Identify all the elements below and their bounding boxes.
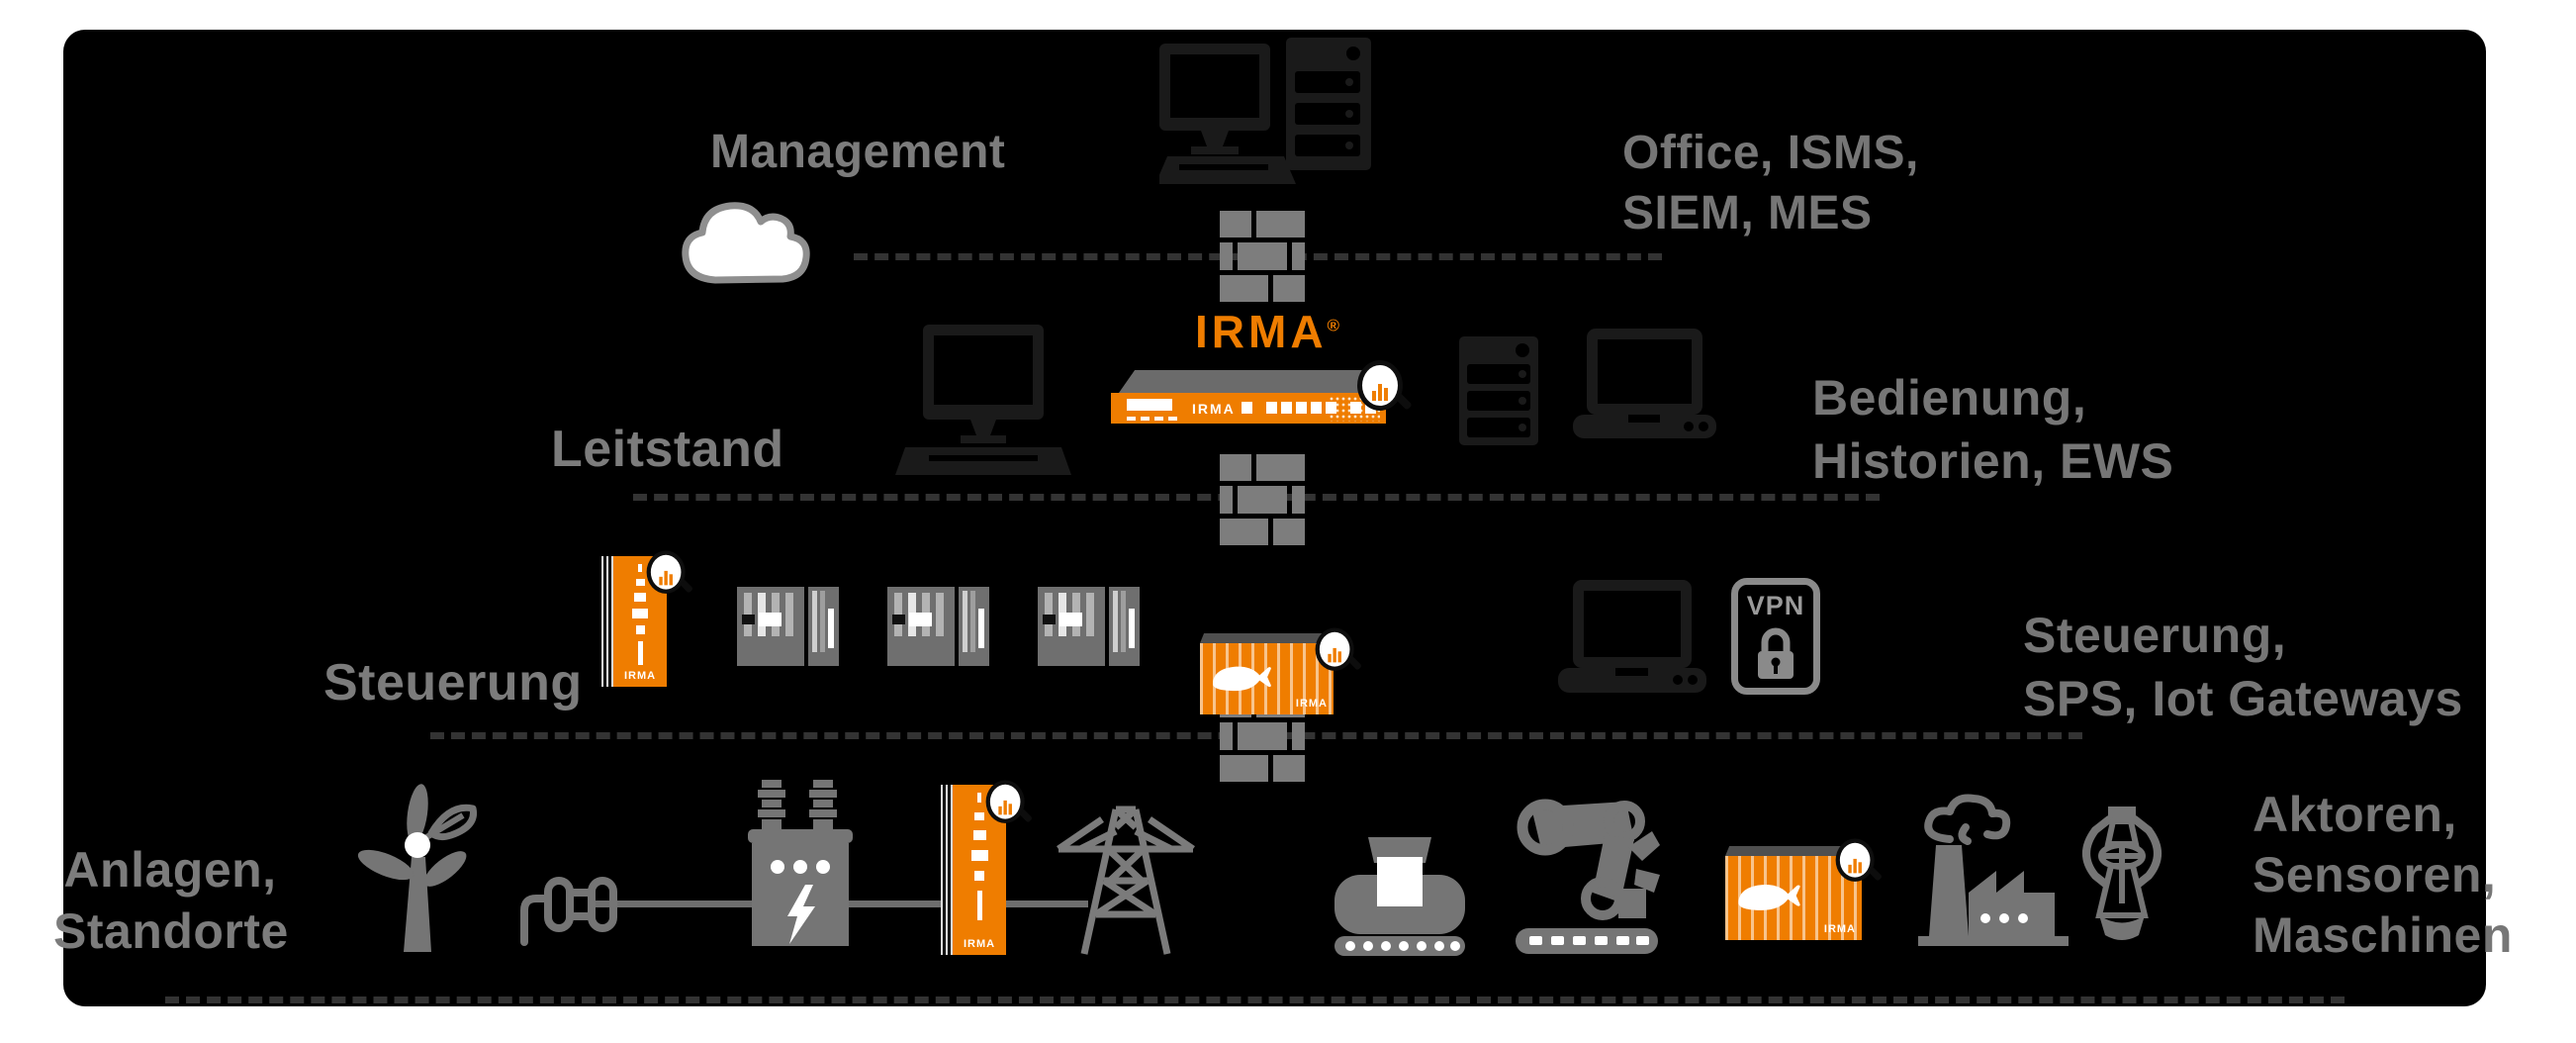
magnifier-analysis-icon (646, 550, 694, 602)
container-body: IRMA (1200, 643, 1334, 714)
plc-icon (1038, 587, 1140, 666)
conveyor-machine-icon (1334, 837, 1465, 956)
management-systems-line1: Office, ISMS, (1622, 127, 1919, 179)
container-roof (1200, 633, 1334, 643)
wind-turbine-icon (357, 784, 478, 952)
bottling-machine-icon (2082, 806, 2162, 940)
layer-label-leitstand: Leitstand (551, 421, 784, 478)
desktop-computer-icon (895, 325, 1071, 475)
vpn-icon: VPN (1731, 578, 1820, 695)
container-label: IRMA (1295, 698, 1328, 710)
transmission-tower-icon (1057, 806, 1195, 955)
appliance-label: IRMA (1192, 401, 1236, 417)
anlagen-systems-line2: Sensoren, (2253, 847, 2497, 902)
appliance-label: IRMA (623, 670, 657, 682)
plc-icon (887, 587, 989, 666)
docker-container-icon: IRMA (1200, 633, 1334, 714)
leitstand-systems-line2: Historien, EWS (1812, 433, 2174, 489)
appliance-side-fins (601, 556, 613, 687)
separator-bottom (165, 996, 2345, 1003)
workstation-with-server-icon (1159, 38, 1371, 184)
steuerung-systems-line1: Steuerung, (2023, 608, 2287, 663)
anlagen-systems-text: Aktoren, Sensoren, Maschinen (2253, 785, 2513, 966)
firewall-icon (1220, 211, 1306, 302)
whale-icon (1738, 884, 1800, 910)
robot-arm-icon (1516, 799, 1660, 954)
anlagen-systems-line1: Aktoren, (2253, 787, 2457, 842)
whale-icon (1213, 666, 1271, 692)
magnifier-analysis-icon (1835, 838, 1884, 890)
irma-logo-text: IRMA (1195, 306, 1328, 357)
cloud-icon (682, 202, 810, 284)
diagram-board (63, 30, 2486, 1006)
laptop-icon (1573, 329, 1716, 438)
appliance-leds (1127, 417, 1177, 421)
layer-label-steuerung: Steuerung (323, 654, 583, 711)
steuerung-systems-text: Steuerung, SPS, Iot Gateways (2023, 604, 2463, 730)
appliance-label: IRMA (963, 938, 996, 950)
plc-icon (737, 587, 839, 666)
anlagen-line1: Anlagen, (63, 842, 277, 898)
management-systems-text: Office, ISMS, SIEM, MES (1622, 123, 1919, 243)
server-icon (1459, 336, 1538, 445)
factory-icon (1918, 794, 2069, 946)
container-roof (1725, 846, 1862, 856)
leitstand-systems-line1: Bedienung, (1812, 370, 2087, 426)
insulator-icon (520, 877, 617, 946)
layer-label-management: Management (710, 126, 1006, 178)
anlagen-systems-line3: Maschinen (2253, 907, 2513, 963)
leitstand-systems-text: Bedienung, Historien, EWS (1812, 366, 2173, 493)
registered-mark: ® (1327, 316, 1344, 335)
magnifier-analysis-icon (1315, 627, 1363, 679)
transformer-icon (748, 780, 853, 946)
layer-label-anlagen: Anlagen, Standorte (53, 839, 289, 962)
appliance-side-fins (941, 785, 953, 955)
vpn-label: VPN (1746, 591, 1805, 620)
laptop-icon (1558, 580, 1706, 693)
irma-appliance: IRMA (1111, 393, 1386, 424)
irma-logo: IRMA® (1195, 305, 1343, 358)
anlagen-line2: Standorte (53, 903, 289, 959)
firewall-icon (1220, 454, 1306, 545)
steuerung-systems-line2: SPS, Iot Gateways (2023, 671, 2463, 726)
magnifier-analysis-icon (1357, 360, 1413, 420)
irma-appliance-top (1119, 370, 1384, 393)
lock-icon (1758, 627, 1794, 679)
container-label: IRMA (1823, 923, 1856, 935)
magnifier-analysis-icon (985, 780, 1034, 831)
management-systems-line2: SIEM, MES (1622, 187, 1873, 239)
appliance-display (1127, 399, 1172, 411)
